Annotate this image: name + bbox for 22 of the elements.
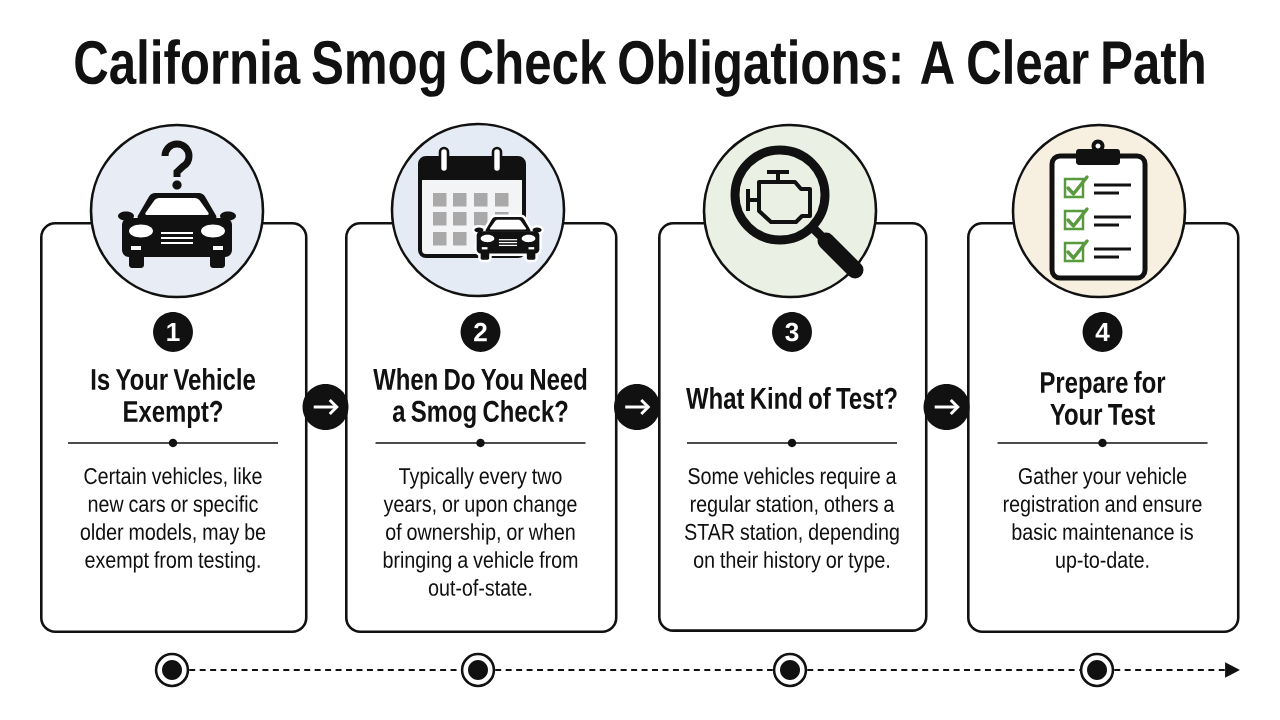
dashed-line <box>807 668 1080 672</box>
title: California Smog Check Obligations: A Clear Path <box>75 39 1204 97</box>
step-description: Gather your vehicle registration and ensure basic maintenance is up-to-date. <box>1003 467 1202 573</box>
number-badge: 3 <box>772 312 812 352</box>
step-description: Some vehicles require a regular station, others a STAR station, depending on their history or type. <box>684 467 899 573</box>
number-badge: 2 <box>460 312 501 352</box>
arrow-badge <box>302 384 349 430</box>
arrow-badge <box>923 384 970 430</box>
number-badge: 1 <box>153 312 193 352</box>
arrow-badge <box>614 384 660 430</box>
step-description: Certain vehicles, like new cars or specific older models, may be exempt from testing. <box>80 467 266 573</box>
timeline-dot <box>460 652 496 688</box>
number-badge: 4 <box>1082 312 1123 352</box>
step-heading: Is Your Vehicle Exempt? <box>91 368 255 428</box>
timeline-dot <box>154 652 190 688</box>
dashed-line <box>495 668 773 672</box>
step-heading: What Kind of Test? <box>686 387 897 409</box>
timeline-dot <box>1079 652 1115 688</box>
step-description: Typically every two years, or upon change of ownership, or when bringing a vehicle from out-of-state. <box>383 467 578 596</box>
timeline-dot <box>772 652 808 688</box>
step-heading: Prepare for Your Test <box>1041 371 1166 425</box>
step-heading: When Do You Need a Smog Check? <box>373 368 587 428</box>
